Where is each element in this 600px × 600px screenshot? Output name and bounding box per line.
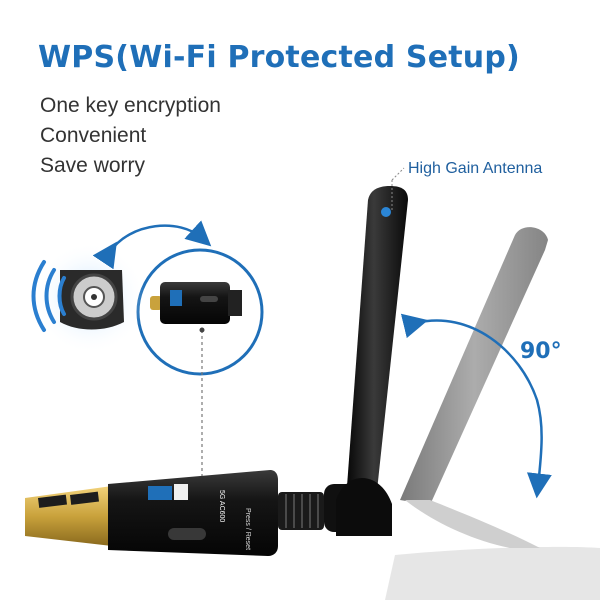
antenna-rotated-ghost — [400, 227, 548, 548]
wps-detail-zoom — [136, 248, 264, 376]
page-title: WPS(Wi-Fi Protected Setup) — [38, 40, 520, 75]
wps-slot-zoom — [200, 296, 218, 302]
angle-label: 90° — [520, 339, 562, 364]
usb-connector-icon — [25, 486, 112, 546]
rotate-90-arrow-icon — [400, 313, 552, 499]
rotate-arrow-icon — [92, 220, 212, 270]
chip-label-zoom — [170, 290, 182, 306]
wps-button-icon — [34, 242, 146, 354]
antenna-marker-dot — [381, 207, 391, 217]
ground-shadow — [385, 546, 600, 600]
adapter-body: Press / Reset 5G AC600 — [108, 470, 278, 556]
chip-label — [148, 486, 172, 500]
chip-text: 5G AC600 — [218, 490, 225, 522]
side-label: Press / Reset — [244, 508, 251, 550]
feature-convenient: Convenient — [40, 124, 147, 147]
feature-save-worry: Save worry — [40, 154, 146, 177]
feature-one-key-encryption: One key encryption — [40, 94, 221, 117]
antenna-callout-label: High Gain Antenna — [408, 160, 543, 177]
usb-tip-zoom — [150, 296, 162, 310]
wps-button-slot — [168, 528, 206, 540]
antenna-upright — [336, 186, 408, 536]
wifi-signal-icon — [31, 260, 66, 332]
